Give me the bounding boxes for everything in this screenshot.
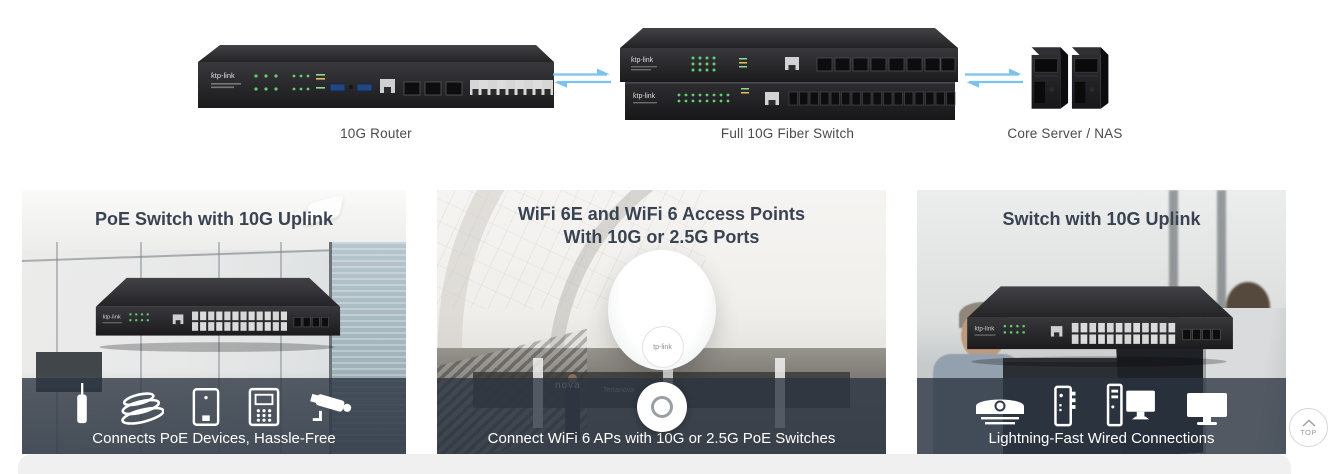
poe-device-icons	[22, 381, 406, 427]
card-poe-switch: ƙtp-link	[22, 190, 406, 454]
ceiling-ap-icon	[121, 392, 164, 425]
glass-frame	[218, 242, 220, 454]
card-wifi-aps: nova Terranova tp-link WiFi 6E and WiFi …	[437, 190, 886, 454]
cctv-camera-icon	[310, 393, 352, 421]
chevron-up-icon	[1301, 418, 1316, 427]
bidirectional-arrow-icon	[553, 68, 611, 88]
bidirectional-arrow-icon	[965, 68, 1023, 88]
next-section-band	[18, 454, 1291, 474]
10g-switch-illustration: ƙtp-link	[967, 286, 1233, 367]
core-server-nas-label: Core Server / NAS	[1007, 126, 1123, 141]
back-to-top-label: TOP	[1300, 427, 1317, 437]
card-title-line: PoE Switch with 10G Uplink	[94, 209, 334, 229]
svg-text:ƙtp-link: ƙtp-link	[211, 71, 235, 80]
mini-tower-icon	[1053, 385, 1075, 427]
window-mullion	[1217, 190, 1226, 350]
card-title-line: Switch with 10G Uplink	[1002, 209, 1201, 229]
card-overlay: Lightning-Fast Wired Connections	[917, 378, 1286, 454]
fiber-switch-label: Full 10G Fiber Switch	[720, 126, 855, 141]
ip-phone-icon	[248, 387, 280, 427]
card-caption: Lightning-Fast Wired Connections	[988, 430, 1215, 447]
card-caption: Connects PoE Devices, Hassle-Free	[92, 430, 336, 447]
window-mullion	[1169, 190, 1178, 350]
card-title-line: With 10G or 2.5G Ports	[563, 227, 760, 247]
fiber-switch-illustration: ƙtp-link ƙtp-link	[620, 28, 958, 120]
svg-text:ƙtp-link: ƙtp-link	[633, 93, 656, 100]
back-to-top-button[interactable]: TOP	[1289, 408, 1328, 447]
server-towers-illustration	[1031, 47, 1109, 109]
card-10g-switch: ƙtp-link	[917, 190, 1286, 454]
card-title: PoE Switch with 10G Uplink	[22, 208, 406, 231]
glass-frame	[56, 242, 58, 454]
svg-text:ƙtp-link: ƙtp-link	[631, 57, 654, 64]
poe-switch-illustration: ƙtp-link	[95, 277, 341, 352]
desktop-pc-icon	[1106, 383, 1155, 427]
card-title-line: WiFi 6E and WiFi 6 Access Points	[517, 204, 806, 224]
card-title: Switch with 10G Uplink	[917, 208, 1286, 231]
card-caption: Connect WiFi 6 APs with 10G or 2.5G PoE …	[487, 430, 836, 447]
monitor-icon	[1186, 393, 1227, 425]
wall-plate-ap-icon	[192, 388, 220, 426]
outdoor-ap-icon	[77, 383, 87, 424]
glass-frame	[140, 242, 142, 454]
svg-text:ƙtp-link: ƙtp-link	[103, 314, 121, 320]
wifi-ap-illustration: tp-link	[607, 250, 716, 370]
svg-text:ƙtp-link: ƙtp-link	[975, 325, 996, 332]
router-illustration: ƙtp-link	[198, 45, 554, 108]
card-overlay: Connects PoE Devices, Hassle-Free	[22, 378, 406, 454]
tp-link-logo: tp-link	[641, 326, 684, 368]
nas-icon	[975, 399, 1024, 425]
glass-frame	[280, 242, 282, 454]
router-label: 10G Router	[340, 126, 412, 141]
wired-device-icons	[917, 381, 1286, 427]
wifi-ap-bottom-view	[636, 382, 687, 432]
card-title: WiFi 6E and WiFi 6 Access Points With 10…	[437, 203, 886, 249]
